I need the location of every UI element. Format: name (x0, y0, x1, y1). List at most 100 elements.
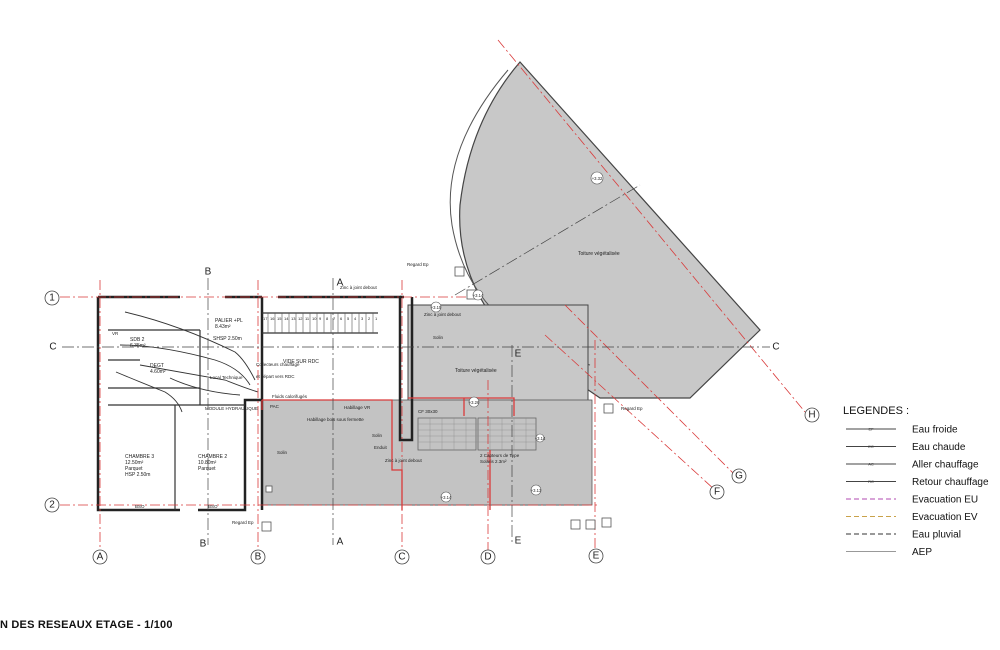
note-bso-1: BSO (135, 504, 145, 509)
grid-row-1-label: 1 (49, 293, 55, 304)
room-sdb2-area: 6.35m² (130, 343, 146, 349)
room-chambre2-area: 10.80m² (198, 460, 217, 466)
level-curved-roof: +3.32 (592, 176, 603, 181)
section-mark-e-bottom: E (515, 536, 522, 547)
red-heating-network (261, 397, 515, 510)
grid-row-2-label: 2 (49, 500, 55, 511)
level-314-bottom: +3.14 (441, 495, 452, 500)
legend-label-5: Evacuation EV (912, 512, 978, 523)
stair-num-15: 15 (277, 316, 282, 321)
note-zinc-mid: Zinc à joint debout (424, 312, 462, 317)
square-markers (261, 266, 614, 532)
legend-label-7: AEP (912, 547, 932, 558)
grid-diag-g-label: G (735, 471, 743, 482)
legend-label-4: Evacuation EU (912, 495, 978, 506)
note-solin-1: Solin (433, 335, 444, 340)
stair-num-9: 9 (319, 316, 322, 321)
room-chambre3-height: HSP 2.50m (125, 472, 150, 478)
grid-bubbles (44, 290, 820, 565)
level-314-mid: +3.14 (535, 436, 546, 441)
note-solin-3: Solin (277, 450, 288, 455)
solar-panel-1 (417, 417, 477, 451)
room-chambre3-name: CHAMBRE 3 (125, 454, 154, 460)
stair-num-14: 14 (284, 316, 289, 321)
stair-num-11: 11 (305, 316, 310, 321)
grid-diag-f-label: F (714, 487, 720, 498)
note-regard-3: Regard Ep (232, 520, 254, 525)
drawing-title: N DES RESEAUX ETAGE - 1/100 (0, 619, 173, 631)
stair-num-8: 8 (326, 316, 329, 321)
section-mark-b-top: B (205, 267, 212, 278)
note-local-tech: Local Technique (210, 375, 243, 380)
grid-col-d-label: D (484, 552, 491, 563)
note-capteurs: 2 Capteurs de Type (480, 453, 520, 458)
room-chambre3-floor: Parquet (125, 466, 143, 472)
level-313: +3.13 (531, 488, 542, 493)
level-marker-circles (430, 171, 604, 503)
grid-axes (60, 39, 806, 555)
room-sdb2-name: SDB 2 (130, 337, 145, 343)
note-module: MODULE HYDRAULIQUE (205, 406, 258, 411)
roof-band (261, 399, 593, 506)
note-depart: et départ vers RDC (256, 374, 295, 379)
stair-num-4: 4 (354, 316, 357, 321)
legend-label-0: Eau froide (912, 425, 958, 436)
grid-col-e-label: E (593, 551, 600, 562)
level-326: +3.26 (469, 400, 480, 405)
grid-col-b-label: B (255, 552, 262, 563)
legend-code-2: AC (868, 462, 874, 467)
grid-diag-h-label: H (808, 410, 815, 421)
stair-num-6: 6 (340, 316, 343, 321)
section-mark-c-left: C (49, 342, 56, 353)
level-314-top: +3.14 (473, 293, 484, 298)
section-lines (62, 184, 770, 545)
note-solin-2: Solin (372, 433, 383, 438)
note-regard-2: Regard Ep (621, 406, 643, 411)
note-habillage-vr: Habillage VR (344, 405, 371, 410)
roof-label-curved: Toiture végétalisée (578, 251, 620, 257)
room-shsp: SHSP 2.50m (213, 336, 242, 342)
solar-panel-2 (477, 417, 537, 451)
solar-panel-hatching (418, 418, 536, 450)
pipe-network (115, 311, 259, 413)
note-vr: VR (112, 331, 119, 336)
room-degt-name: DEGT (150, 363, 164, 369)
legend-code-0: EF (868, 427, 874, 432)
section-mark-c-right: C (772, 342, 779, 353)
note-zinc-top: Zinc à joint debout (340, 285, 378, 290)
note-solaris: Solaris 2.3m² (480, 459, 507, 464)
legend-code-3: RC (868, 479, 874, 484)
section-mark-e-top: E (515, 349, 522, 360)
note-fluids: Fluids calorifugés (272, 394, 308, 399)
section-mark-b-bottom: B (200, 539, 207, 550)
room-chambre2-floor: Parquet (198, 466, 216, 472)
level-315: +3.15 (431, 305, 442, 310)
stair-num-5: 5 (347, 316, 350, 321)
note-cf: CF 30x30 (418, 409, 438, 414)
grid-col-a-label: A (97, 552, 104, 563)
stair-num-7: 7 (333, 316, 336, 321)
stair-num-16: 16 (270, 316, 275, 321)
grid-col-c-label: C (398, 552, 405, 563)
legend-label-3: Retour chauffage (912, 477, 989, 488)
room-chambre3-area: 12.50m² (125, 460, 144, 466)
legend-title: LEGENDES : (843, 405, 909, 417)
note-habillage-bois: Habillage bois sous fermette (307, 417, 364, 422)
stair-num-3: 3 (361, 316, 364, 321)
stair-steps (267, 313, 374, 333)
note-zinc-low: Zinc à joint debout (385, 458, 423, 463)
legend-code-1: EC (868, 444, 874, 449)
legend-label-6: Eau pluvial (912, 530, 961, 541)
section-mark-a-top: A (337, 278, 344, 289)
room-vide-rdc: VIDE SUR RDC (283, 359, 319, 365)
note-collecteurs: Collecteurs chauffage (256, 362, 300, 367)
roof-label-flat: Toiture végétalisée (455, 368, 497, 374)
note-enduit: Enduit (374, 445, 388, 450)
legend-label-1: Eau chaude (912, 442, 966, 453)
note-bso-2: BSO (208, 504, 218, 509)
stair-num-10: 10 (312, 316, 317, 321)
room-palier-area: 8.43m² (215, 324, 231, 330)
stair-num-13: 13 (291, 316, 296, 321)
